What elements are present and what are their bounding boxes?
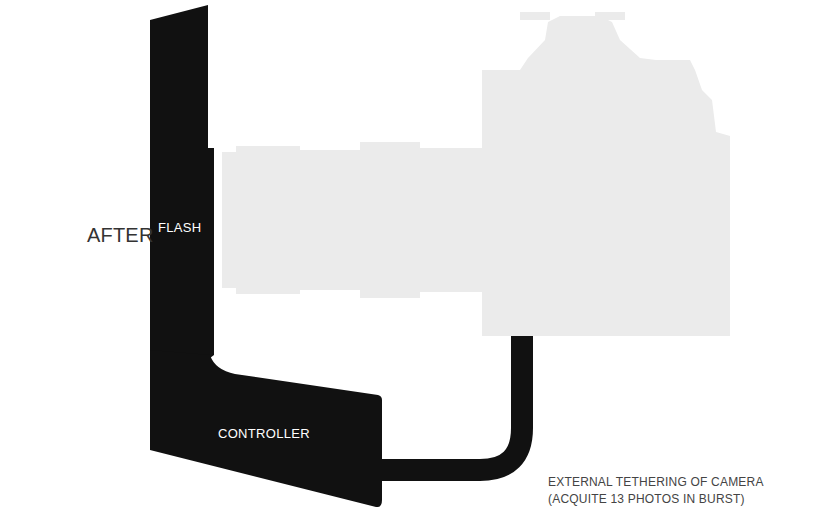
annotation-note: EXTERNAL TETHERING OF CAMERA (ACQUITE 13…: [548, 474, 810, 508]
shape-label: FLASH: [158, 220, 201, 235]
state-label: AFTER: [87, 223, 154, 247]
tether-cable: [382, 336, 522, 470]
camera-body: [222, 12, 730, 336]
shape-label: CONTROLLER: [218, 426, 310, 441]
controller-box: CONTROLLER: [150, 350, 383, 512]
